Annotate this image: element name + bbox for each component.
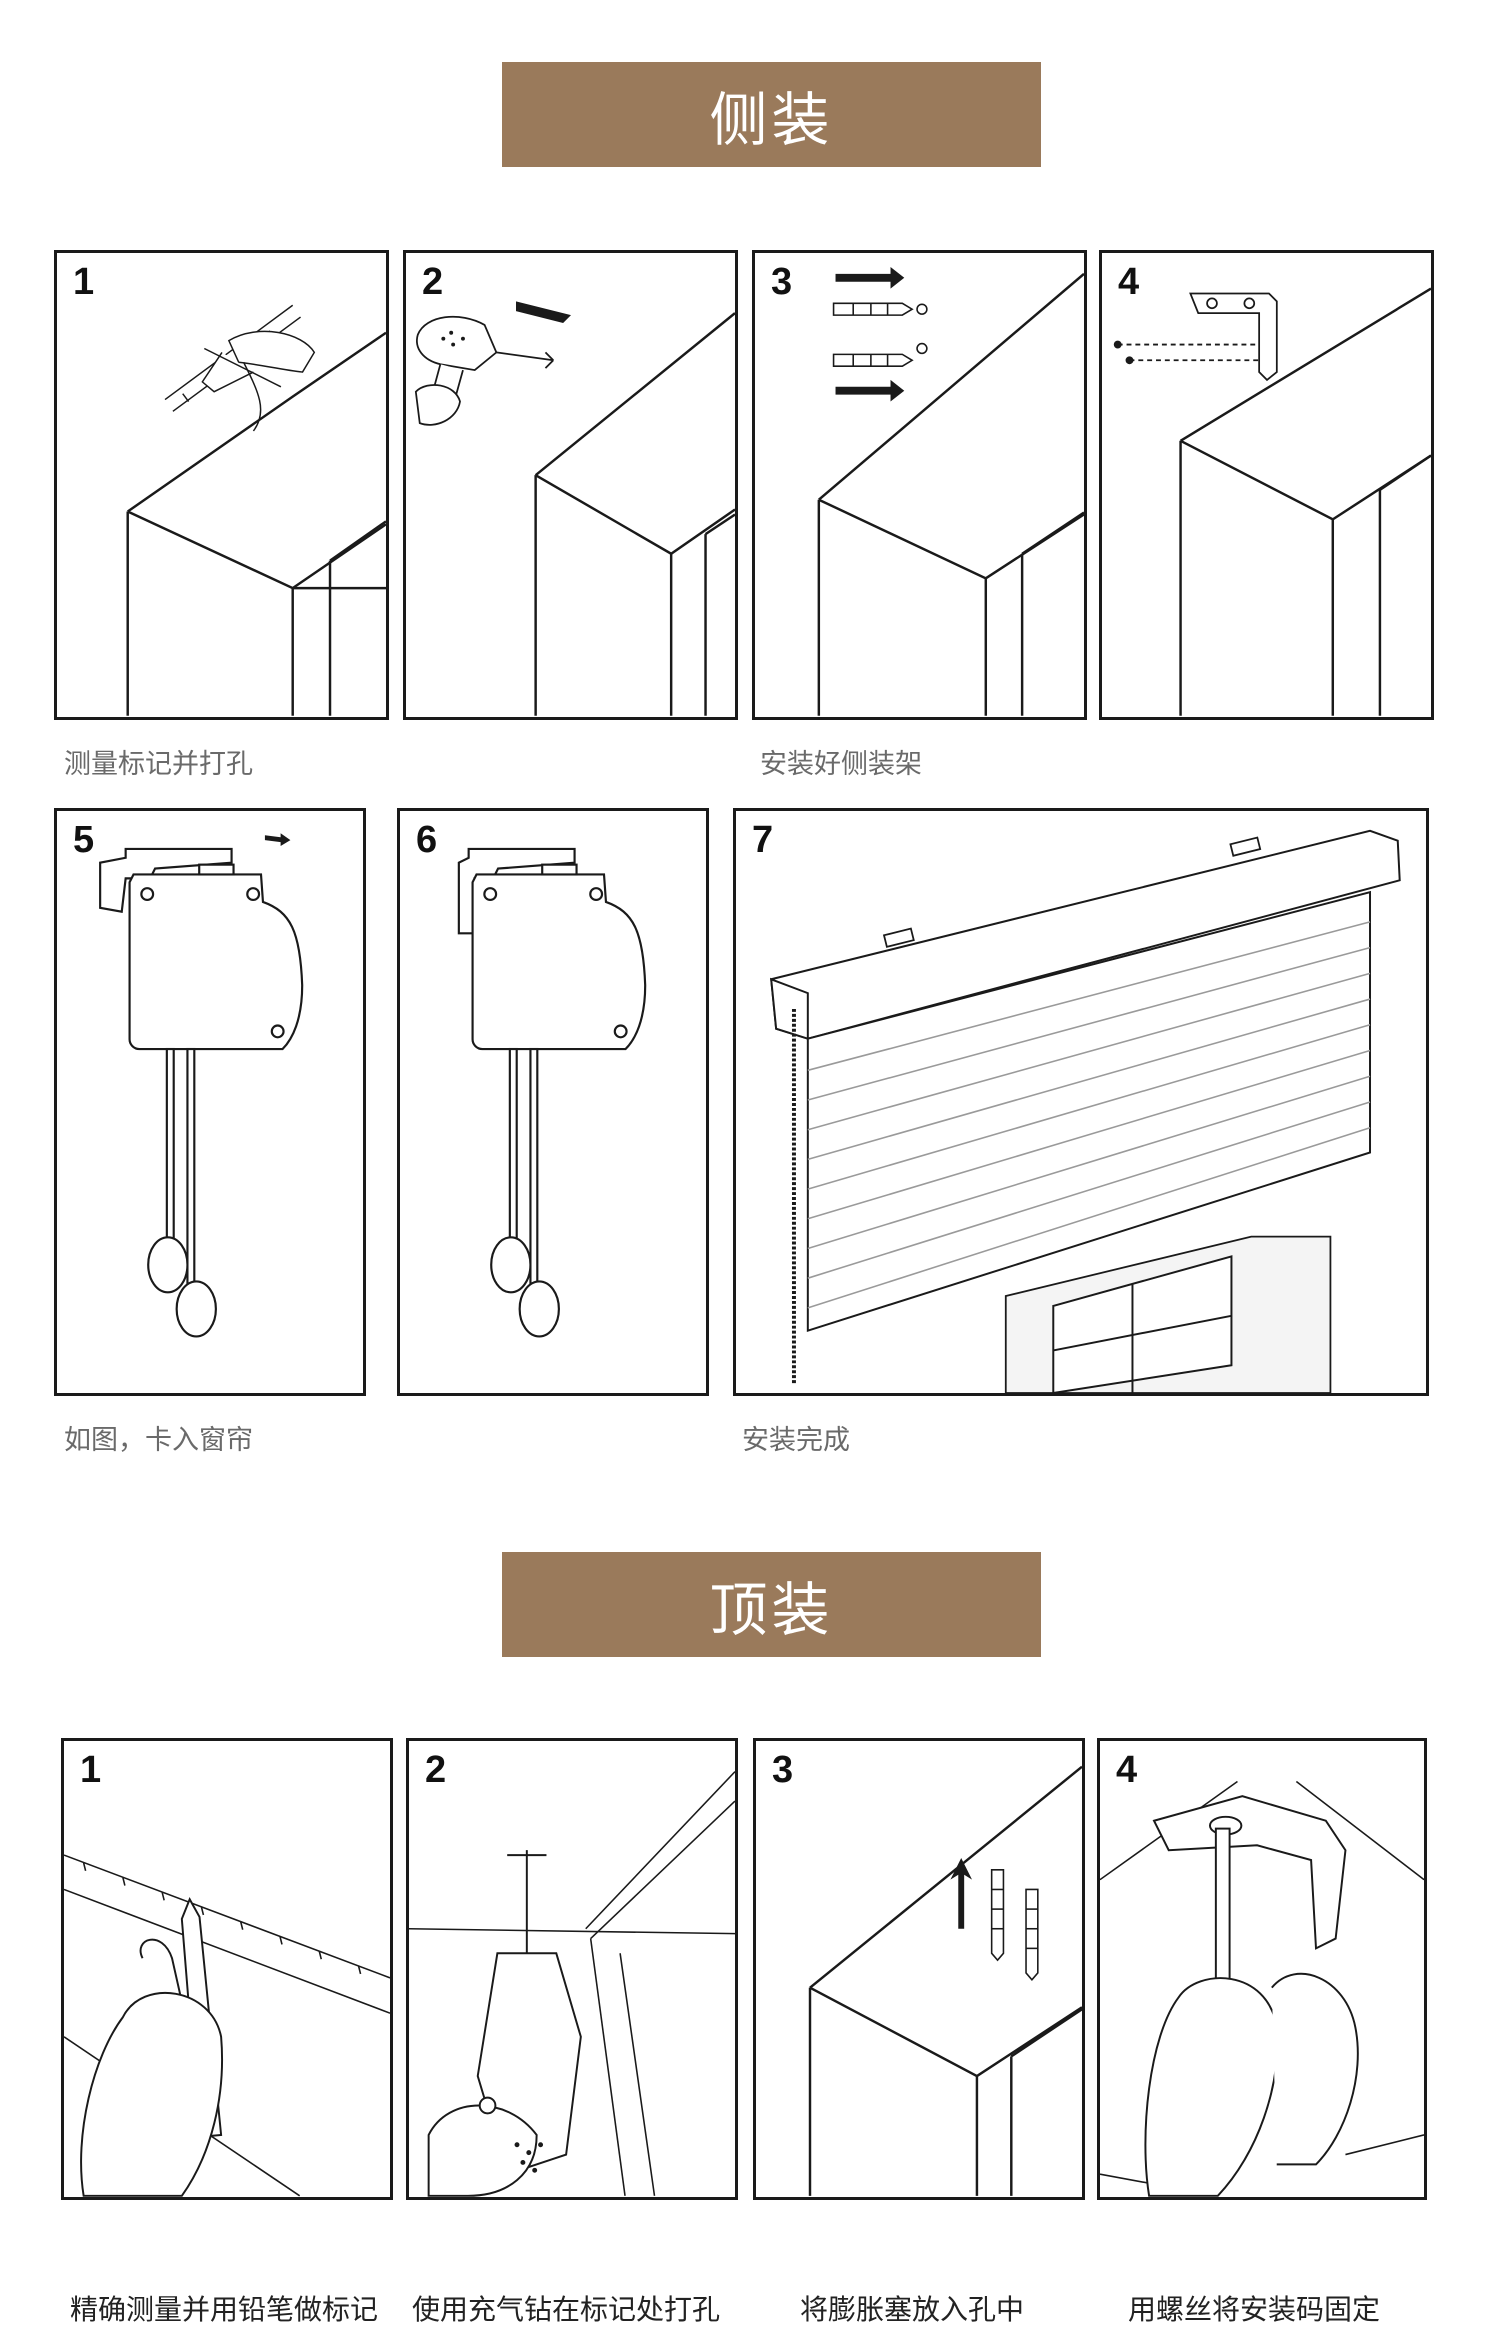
top-step-2-panel: 2 — [406, 1738, 738, 2200]
caption-screw-bracket: 用螺丝将安装码固定 — [1128, 2293, 1381, 2326]
caption-measure-mark: 测量标记并打孔 — [64, 749, 253, 780]
step-number: 1 — [73, 261, 95, 303]
top-step-4-panel: 4 — [1097, 1738, 1427, 2200]
side-step-5-panel: 5 — [54, 808, 366, 1396]
bracket-mount-illustration — [1113, 287, 1431, 716]
step-number: 1 — [80, 1749, 102, 1791]
caption-pencil-mark: 精确测量并用铅笔做标记 — [70, 2293, 379, 2326]
screw-bracket-illustration — [1100, 1780, 1424, 2197]
installed-blind-illustration — [770, 829, 1401, 1393]
step-number: 4 — [1118, 261, 1140, 303]
measure-mark-illustration — [126, 304, 386, 716]
side-step-7-panel: 7 — [733, 808, 1429, 1396]
side-step-6-panel: 6 — [397, 808, 709, 1396]
top-mount-title-banner: 顶装 — [502, 1552, 1041, 1657]
snap-in-illustration-a — [99, 833, 304, 1338]
side-step-3-panel: 3 — [752, 250, 1087, 720]
step-number: 3 — [771, 261, 793, 303]
caption-install-brackets: 安装好侧装架 — [760, 749, 922, 780]
top-step-3-panel: 3 — [753, 1738, 1085, 2200]
side-step-1-panel: 1 — [54, 250, 389, 720]
insert-anchor-illustration — [808, 1765, 1082, 2196]
side-step-2-panel: 2 — [403, 250, 738, 720]
top-step-1-panel: 1 — [61, 1738, 393, 2200]
step-number: 7 — [752, 819, 774, 861]
caption-installation-complete: 安装完成 — [742, 1425, 850, 1456]
step-number: 5 — [73, 819, 95, 861]
pencil-mark-illustration — [64, 1854, 390, 2197]
step-number: 3 — [772, 1749, 794, 1791]
step-number: 4 — [1116, 1749, 1138, 1791]
side-step-4-panel: 4 — [1099, 250, 1434, 720]
side-mount-title-banner: 侧装 — [502, 62, 1041, 167]
drill-illustration — [414, 301, 735, 716]
step-number: 2 — [422, 261, 444, 303]
step-number: 6 — [416, 819, 438, 861]
side-mount-title: 侧装 — [709, 85, 834, 154]
step-number: 2 — [425, 1749, 447, 1791]
pneumatic-drill-illustration — [409, 1771, 735, 2197]
caption-snap-in: 如图，卡入窗帘 — [64, 1425, 253, 1456]
caption-insert-anchor: 将膨胀塞放入孔中 — [800, 2293, 1025, 2326]
snap-in-illustration-b — [457, 847, 647, 1338]
anchor-plug-illustration — [817, 266, 1084, 716]
top-mount-title: 顶装 — [709, 1575, 834, 1644]
caption-drill-hole: 使用充气钻在标记处打孔 — [412, 2293, 721, 2326]
